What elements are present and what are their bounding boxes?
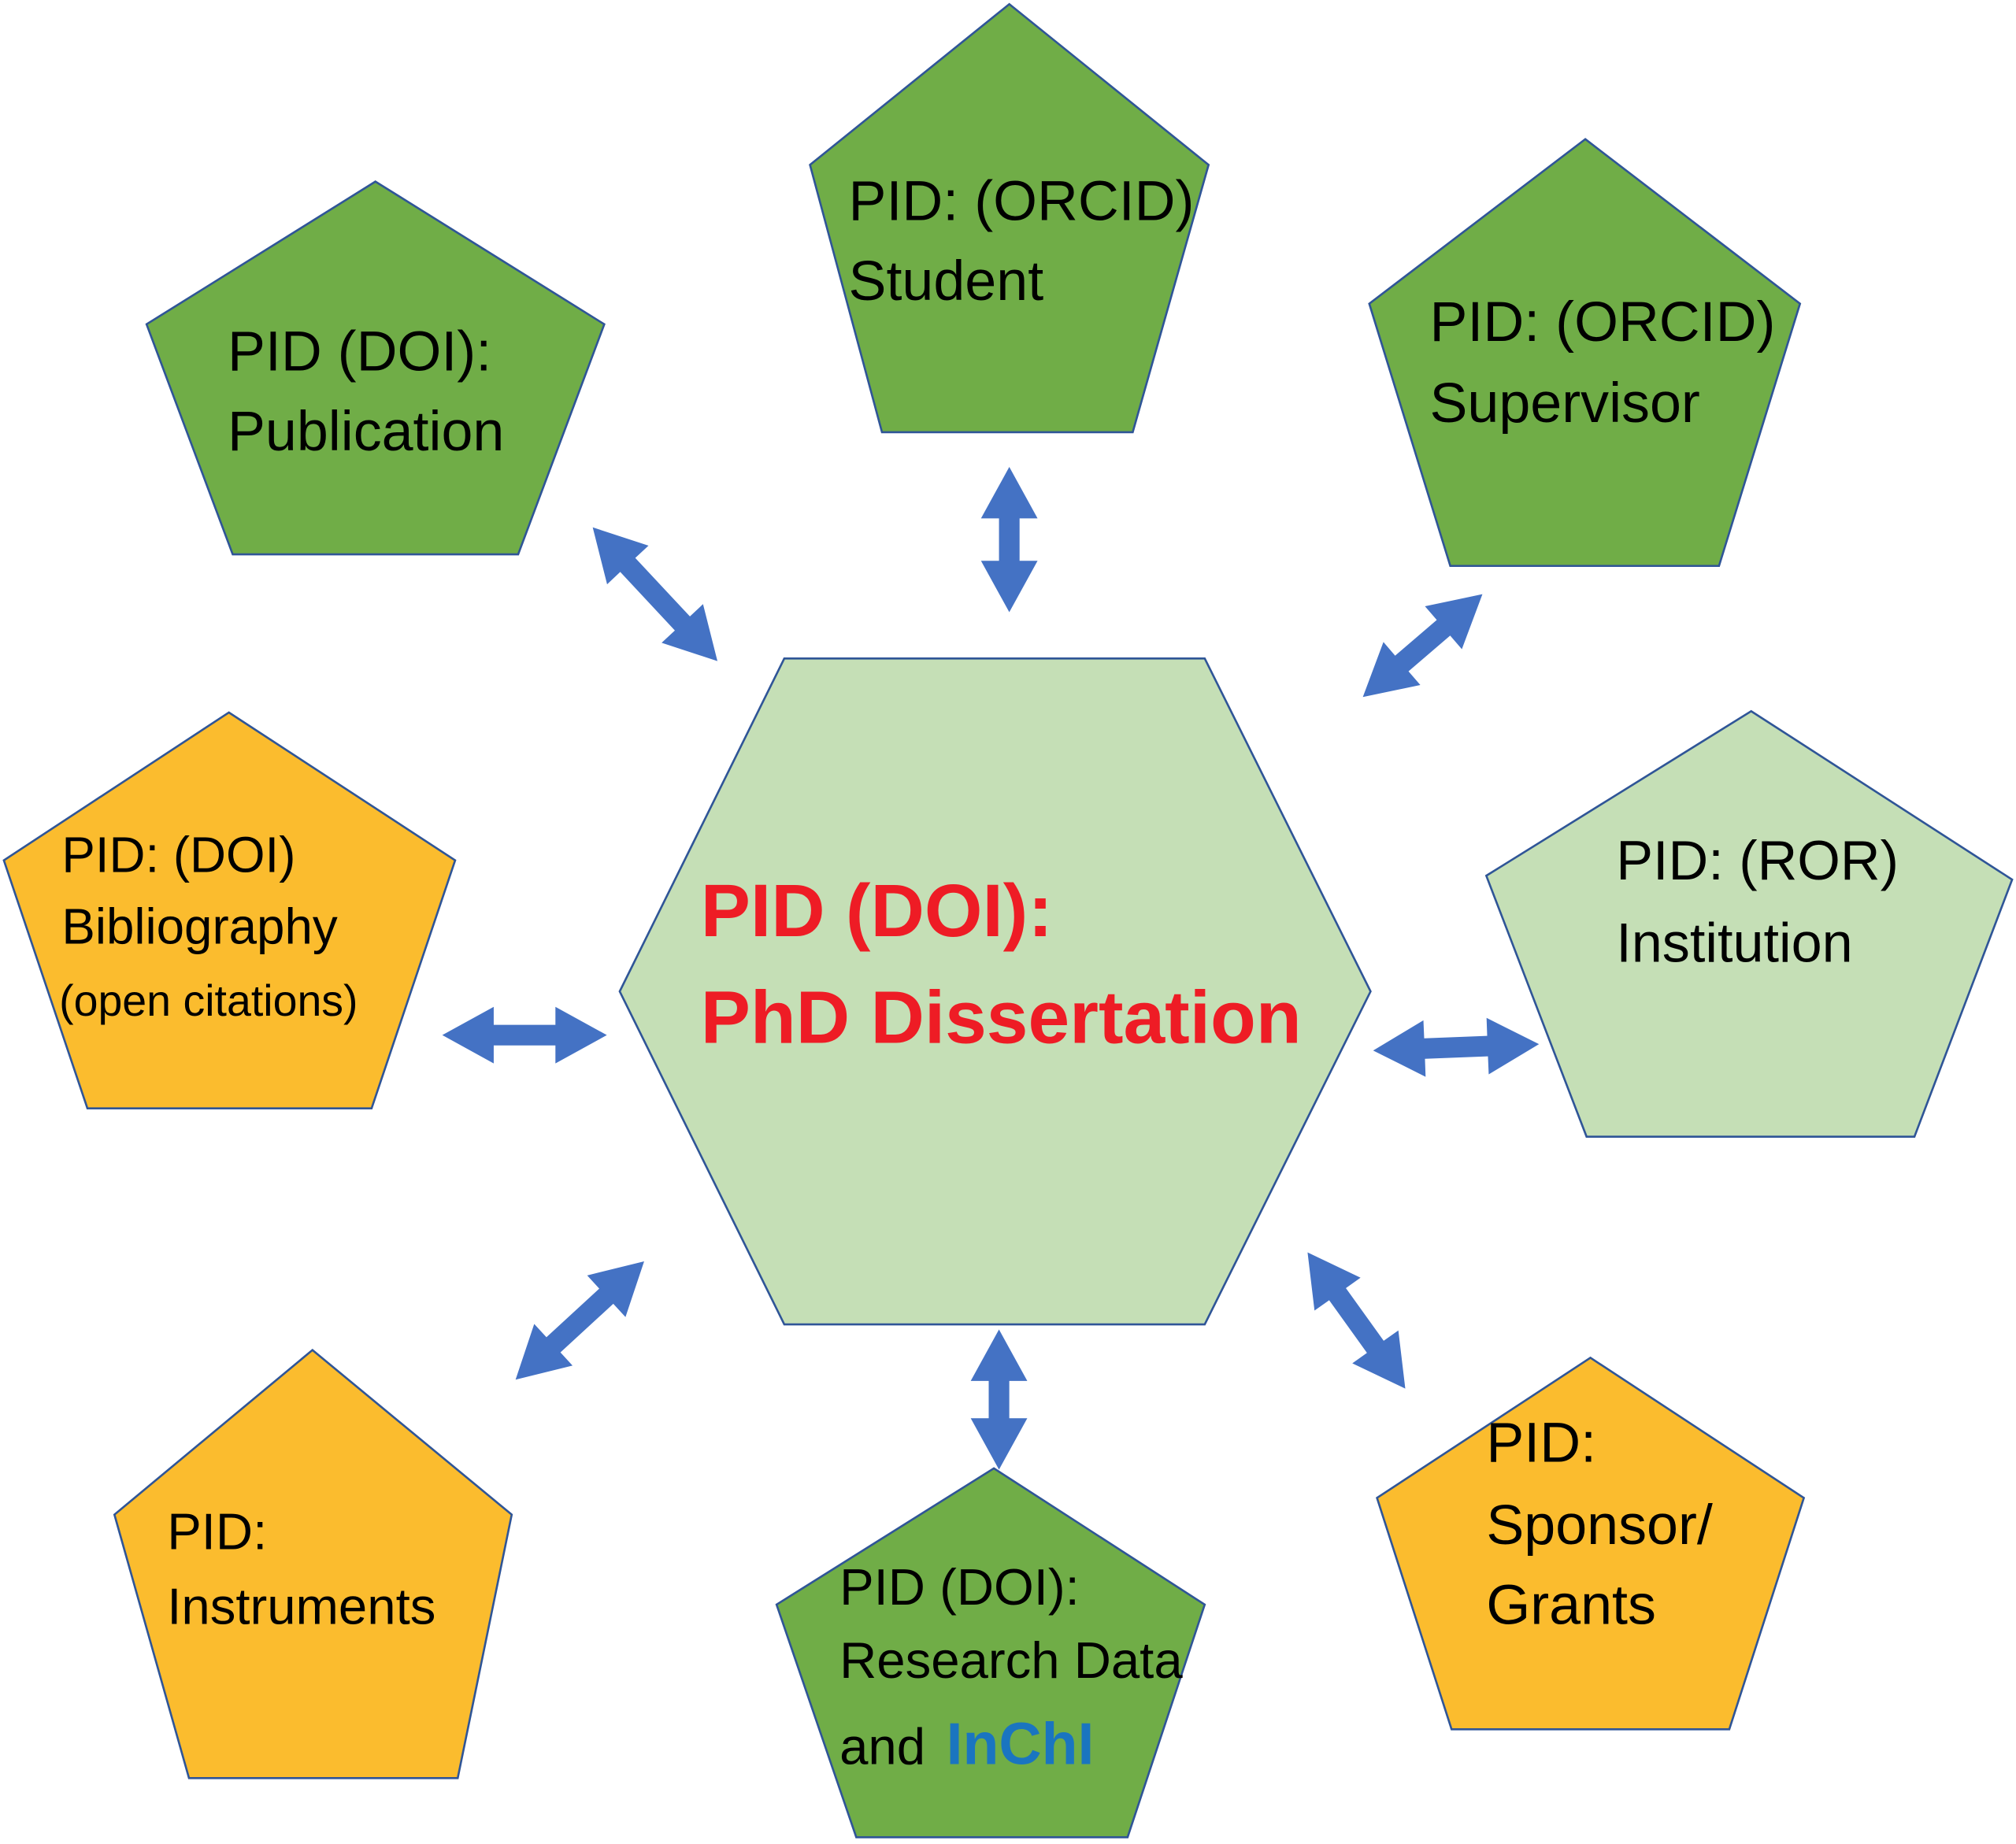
arrow-center-supervisor	[1362, 594, 1483, 698]
node-sponsor: PID: Sponsor/ Grants	[1376, 1356, 1806, 1731]
bibliography-line-2: Bibliography	[61, 899, 337, 955]
center-line-2: PhD Dissertation	[701, 976, 1302, 1059]
node-supervisor: PID: (ORCID) Supervisor	[1368, 138, 1802, 568]
node-publication: PID (DOI): Publication	[145, 180, 606, 556]
arrow-center-bibliography	[442, 1006, 607, 1064]
node-instruments: PID: Instruments	[113, 1348, 513, 1779]
student-pentagon	[809, 2, 1210, 434]
sponsor-line-3: Grants	[1486, 1573, 1656, 1636]
node-research-data: PID (DOI): Research Data and InChI	[775, 1467, 1206, 1838]
arrows-layer	[442, 467, 1540, 1470]
arrow-center-instruments	[515, 1261, 644, 1380]
inchi-label: InChI	[947, 1710, 1095, 1776]
research-data-line-3: and	[839, 1717, 925, 1775]
node-bibliography: PID: (DOI) Bibliography (open citations)	[2, 711, 457, 1110]
arrow-center-sponsor	[1307, 1252, 1406, 1389]
bibliography-line-1: PID: (DOI)	[61, 827, 295, 883]
student-line-2: Student	[849, 250, 1044, 313]
institution-line-1: PID: (ROR)	[1616, 829, 1899, 891]
bibliography-pentagon	[2, 711, 457, 1110]
sponsor-line-2: Sponsor/	[1486, 1494, 1713, 1557]
bibliography-line-3: (open citations)	[59, 976, 358, 1025]
research-data-line-2: Research Data	[839, 1631, 1183, 1689]
instruments-line-1: PID:	[167, 1503, 267, 1561]
research-data-pentagon	[775, 1467, 1206, 1838]
supervisor-line-1: PID: (ORCID)	[1430, 291, 1776, 354]
instruments-line-2: Instruments	[167, 1577, 435, 1635]
research-data-line-1: PID (DOI):	[839, 1558, 1080, 1616]
center-hexagon	[618, 657, 1372, 1326]
arrow-center-publication	[592, 527, 718, 661]
sponsor-pentagon	[1376, 1356, 1806, 1731]
supervisor-line-2: Supervisor	[1430, 372, 1700, 435]
center-line-1: PID (DOI):	[701, 869, 1053, 953]
sponsor-line-1: PID:	[1486, 1412, 1596, 1475]
student-line-1: PID: (ORCID)	[849, 170, 1195, 233]
node-center: PID (DOI): PhD Dissertation	[618, 657, 1372, 1326]
node-institution: PID: (ROR) Institution	[1484, 709, 2014, 1138]
supervisor-pentagon	[1368, 138, 1802, 568]
publication-pentagon	[145, 180, 606, 556]
arrow-center-student	[980, 467, 1038, 613]
publication-line-2: Publication	[228, 400, 504, 463]
node-student: PID: (ORCID) Student	[809, 2, 1210, 434]
arrow-center-research-data	[970, 1329, 1028, 1470]
arrow-center-institution	[1373, 1017, 1540, 1077]
instruments-pentagon	[113, 1348, 513, 1779]
publication-line-1: PID (DOI):	[228, 320, 491, 383]
institution-line-2: Institution	[1616, 912, 1852, 974]
institution-pentagon	[1484, 709, 2014, 1138]
